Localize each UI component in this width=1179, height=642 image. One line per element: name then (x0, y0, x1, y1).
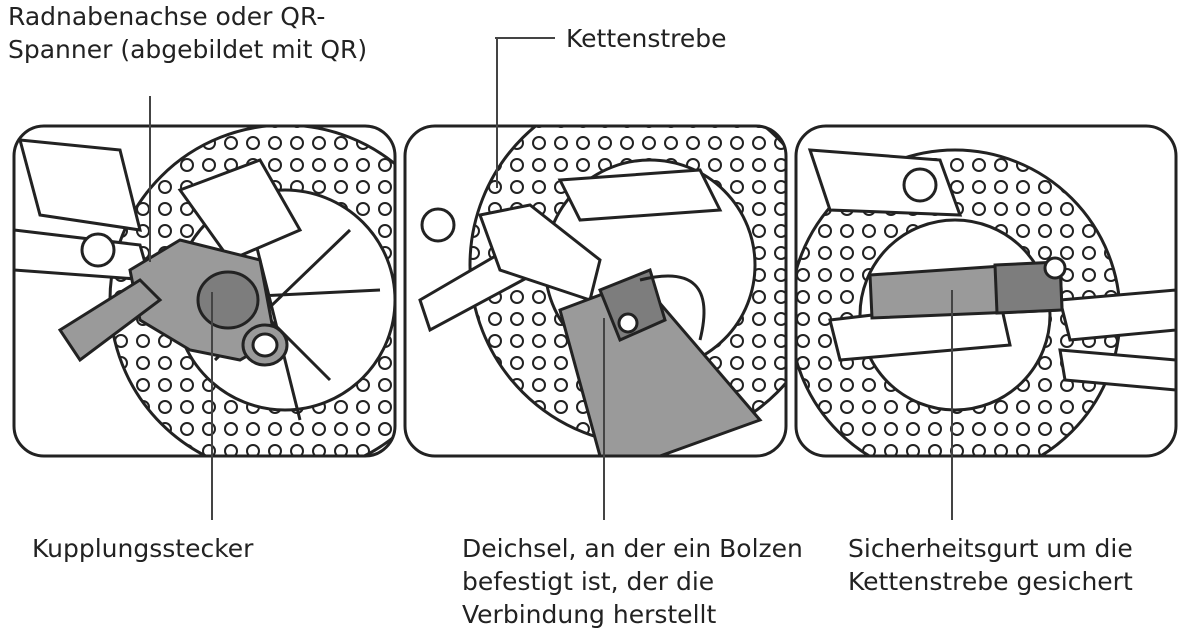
coupler-plug-part (57, 238, 289, 367)
leader-chainstay (495, 37, 555, 188)
label-coupler-plug: Kupplungsstecker (32, 534, 254, 563)
trailer-tongue-part (558, 267, 763, 456)
label-safety-strap: Sicherheitsgurt um die Kettenstrebe gesi… (848, 534, 1133, 596)
safety-strap-part (868, 256, 1067, 320)
panel-tongue-connected (405, 126, 786, 456)
label-tongue-with-pin: Deichsel, an der ein Bolzen befestigt is… (462, 534, 803, 629)
label-chainstay: Kettenstrebe (566, 24, 727, 53)
panel-coupler-attached (14, 126, 395, 456)
label-hub-axle-or-qr: Radnabenachse oder QR- Spanner (abgebild… (8, 2, 368, 64)
panel-safety-strap (796, 126, 1176, 456)
